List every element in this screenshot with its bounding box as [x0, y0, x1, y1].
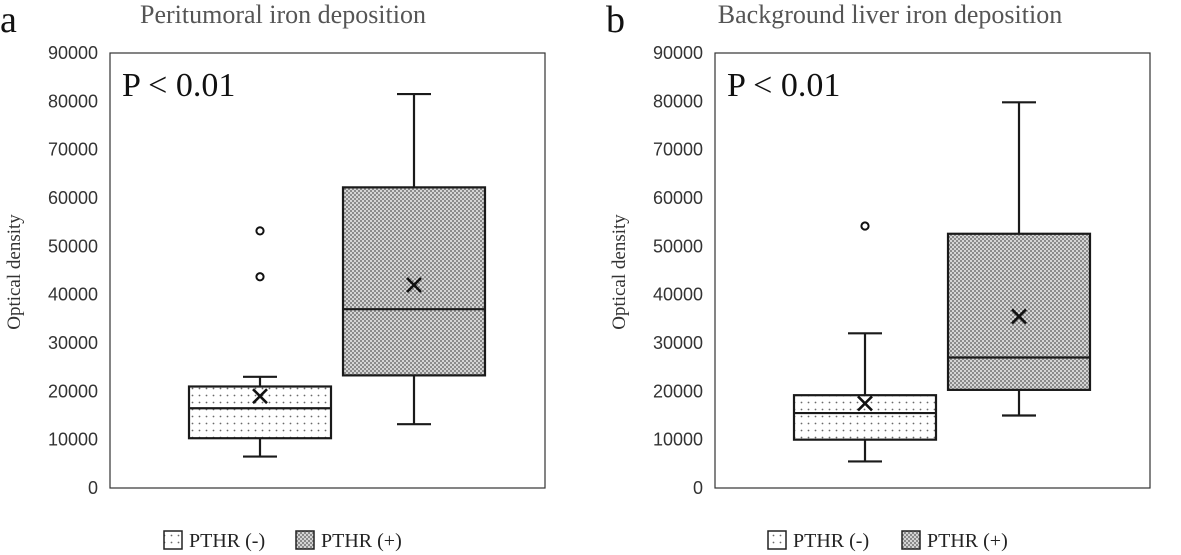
- legend-item: PTHR (-): [163, 530, 265, 552]
- mean-marker-stroke: [406, 277, 422, 293]
- box-pthr-positive: [341, 92, 487, 426]
- mean-marker: [252, 388, 268, 405]
- box-pthr-positive: [946, 101, 1092, 417]
- y-axis-ticks: 0 10000 20000 30000 40000 50000 60000 70000 8000…: [653, 43, 703, 498]
- box-pthr-negative: [187, 226, 333, 458]
- y-tick-label: 40000: [48, 285, 98, 305]
- y-tick-label: 0: [693, 478, 703, 498]
- y-tick-label: 50000: [48, 236, 98, 256]
- legend-label: PTHR (+): [321, 530, 402, 552]
- y-tick-label: 20000: [653, 381, 703, 401]
- mean-marker: [1011, 308, 1027, 325]
- y-axis-label: Optical density: [609, 214, 630, 330]
- p-value-annotation: P < 0.01: [122, 67, 235, 104]
- y-tick-label: 10000: [653, 430, 703, 450]
- y-tick-label: 50000: [653, 236, 703, 256]
- y-tick-label: 30000: [48, 333, 98, 353]
- legend: PTHR (-) PTHR (+): [767, 530, 1008, 552]
- legend-swatch-crosshatch: [295, 530, 315, 550]
- y-tick-label: 30000: [653, 333, 703, 353]
- chart-title: Background liver iron deposition: [718, 0, 1062, 29]
- outlier-point: [860, 221, 870, 231]
- panel-label: b: [606, 0, 625, 41]
- legend-item: PTHR (+): [901, 530, 1008, 552]
- y-axis-label: Optical density: [4, 214, 25, 330]
- y-tick-label: 80000: [653, 91, 703, 111]
- legend-item: PTHR (+): [295, 530, 402, 552]
- y-tick-label: 10000: [48, 430, 98, 450]
- y-tick-label: 80000: [48, 91, 98, 111]
- y-tick-label: 0: [88, 478, 98, 498]
- plot-frame: [109, 52, 546, 489]
- iqr-box: [946, 232, 1092, 391]
- y-tick-label: 70000: [48, 140, 98, 160]
- chart-title: Peritumoral iron deposition: [140, 0, 426, 29]
- iqr-box: [187, 385, 333, 440]
- legend-label: PTHR (-): [793, 530, 869, 552]
- legend: PTHR (-) PTHR (+): [163, 530, 402, 552]
- boxplots: [187, 92, 487, 458]
- p-value-annotation: P < 0.01: [727, 67, 840, 104]
- panel-b: b Background liver iron deposition Optic…: [606, 0, 1151, 552]
- y-tick-label: 90000: [653, 43, 703, 63]
- y-tick-label: 60000: [48, 188, 98, 208]
- mean-marker: [857, 395, 873, 412]
- y-tick-label: 60000: [653, 188, 703, 208]
- legend-label: PTHR (-): [189, 530, 265, 552]
- boxplots: [792, 101, 1092, 463]
- y-tick-label: 70000: [653, 140, 703, 160]
- y-axis-ticks: 0 10000 20000 30000 40000 50000 60000 70000 8000…: [48, 43, 98, 498]
- legend-item: PTHR (-): [767, 530, 869, 552]
- iqr-box: [341, 186, 487, 377]
- legend-swatch-dots: [163, 530, 183, 550]
- mean-marker: [406, 277, 422, 293]
- legend-label: PTHR (+): [927, 530, 1008, 552]
- outlier-point: [255, 226, 265, 236]
- panel-a: a Peritumoral iron deposition Optical de…: [0, 0, 546, 552]
- legend-swatch-crosshatch: [901, 530, 921, 550]
- box-pthr-negative: [792, 221, 938, 463]
- legend-swatch-dots: [767, 530, 787, 550]
- y-tick-label: 20000: [48, 381, 98, 401]
- y-tick-label: 40000: [653, 285, 703, 305]
- outlier-point: [255, 272, 265, 282]
- mean-marker-stroke: [252, 388, 268, 405]
- y-tick-label: 90000: [48, 43, 98, 63]
- mean-marker-stroke: [857, 395, 873, 412]
- plot-frame: [714, 52, 1151, 489]
- mean-marker-stroke: [1011, 308, 1027, 325]
- panel-label: a: [0, 0, 17, 41]
